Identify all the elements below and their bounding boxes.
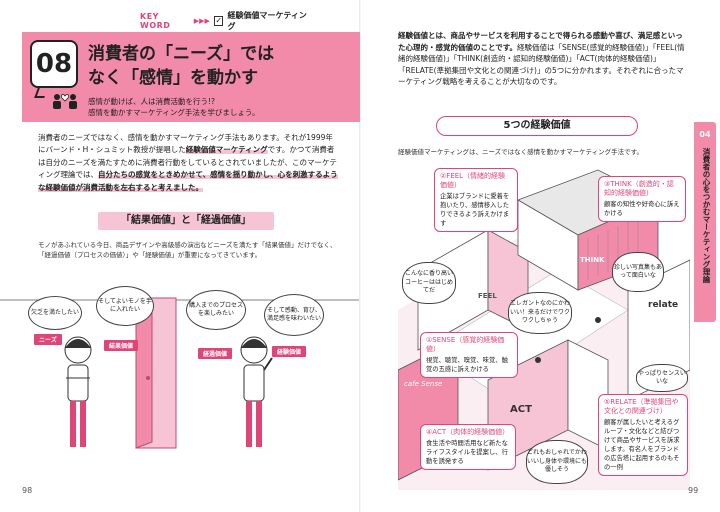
- page-gutter: [359, 0, 361, 512]
- thought-bubble-emotion: そして感動、育び、満足感を味わいたい: [264, 294, 324, 336]
- callout-relate: ⑤RELATE（準拠集団や文化との関連づけ） 顧客が属したいと考えるグループ・文…: [598, 394, 688, 476]
- speech-bubble-photobook: 珍しい写真集もあって面白いな: [612, 252, 664, 292]
- chapter-number: 08: [30, 40, 78, 88]
- callout-feel: ②FEEL（情緒的経験価値） 企業はブランドに愛着を抱いたり、感情移入したりでき…: [434, 168, 518, 232]
- keyword-label: KEY WORD: [140, 12, 171, 30]
- shop-sign-think: THINK: [580, 256, 605, 264]
- people-heart-icon: [53, 94, 77, 109]
- speech-tail-icon: [34, 88, 48, 98]
- shop-sign-feel: FEEL: [478, 292, 497, 300]
- side-tab-text: 消費者の心をつかむマーケティング理論: [702, 148, 711, 283]
- checkbox-icon: ✓: [213, 16, 224, 26]
- callout-sense: ①SENSE（感覚的経験価値） 視覚、聴覚、嗅覚、味覚、触覚の五感に訴えかける: [420, 332, 518, 378]
- tag-process-value: 経過価値: [198, 348, 233, 359]
- callout-act: ④ACT（肉体的経験価値） 食生活や時間活用など新たなライフスタイルを提案し、行…: [420, 424, 516, 470]
- section-description-left: モノがあふれている今日、商品デザインや高級感の演出などニーズを満たす「結果価値」…: [38, 241, 337, 259]
- keyword-text: 経験価値マーケティング: [227, 11, 307, 31]
- tag-experience-value: 経験価値: [272, 346, 307, 357]
- tag-needs: ニーズ: [34, 334, 62, 345]
- section-description-right: 経験価値マーケティングは、ニーズではなく感情を動かすマーケティング手法です。: [398, 148, 643, 156]
- shop-sign-relate: relate: [648, 300, 679, 310]
- chapter-header: 08 消費者の「ニーズ」では なく「感情」を動かす 感情が動けば、人は消費活動を…: [22, 32, 360, 122]
- page-number-left: 98: [22, 486, 33, 495]
- section-title-right: 5つの経験価値: [436, 116, 638, 136]
- shop-sign-act: ACT: [510, 404, 532, 415]
- speech-bubble-coffee: こんなに香り高いコーヒーははじめてだ: [402, 262, 456, 304]
- tag-result-value: 結果価値: [104, 340, 139, 351]
- body-text-left: 消費者のニーズではなく、感情を動かすマーケティング手法もあります。それが1999…: [38, 133, 338, 192]
- speech-bubble-sense: やっぱりセンスいいな: [636, 364, 688, 392]
- section-title-left: 「結果価値」と「経過価値」: [98, 212, 274, 230]
- needs-vs-experience-illustration: [0, 297, 359, 449]
- page-title: 消費者の「ニーズ」では なく「感情」を動かす: [88, 44, 275, 88]
- body-text-right: 経験価値とは、商品やサービスを利用することで得られる感動や喜び、満足感といった心…: [398, 31, 685, 86]
- arrows-icon: ▶▶▶: [193, 17, 210, 25]
- thought-bubble-process: 購入までのプロセスを楽しみたい: [186, 290, 246, 330]
- speech-bubble-eco: どれもおしゃれでかわいいし身体や環境にも優しそう: [526, 440, 588, 484]
- page-subtitle: 感情が動けば、人は消費活動を行う!? 感情を動かすマーケティング手法を学びましょ…: [88, 97, 260, 117]
- shop-sign-cafe: cafe Sense: [404, 380, 443, 388]
- highlight-term: 経験価値マーケティング: [185, 145, 268, 155]
- side-tab-number: 04: [699, 130, 711, 139]
- callout-think: ③THINK（創造的・認知的経験価値） 顧客の知性や好奇心に訴えかける: [598, 176, 686, 222]
- person-left-icon: [64, 336, 92, 447]
- page-number-right: 99: [688, 486, 699, 495]
- thought-bubble-good-things: そしてよいモノを手に入れたい: [96, 286, 154, 326]
- keyword-bar: KEY WORD ▶▶▶ ✓ 経験価値マーケティング: [140, 11, 310, 31]
- thought-bubble-lack: 欠乏を満たしたい: [28, 296, 82, 330]
- chapter-side-tab: 04 消費者の心をつかむマーケティング理論: [694, 122, 716, 322]
- speech-bubble-elegant: エレガントなのにかわいい！来るだけでワクワクしちゃう: [508, 292, 572, 334]
- person-right-icon: [240, 336, 273, 447]
